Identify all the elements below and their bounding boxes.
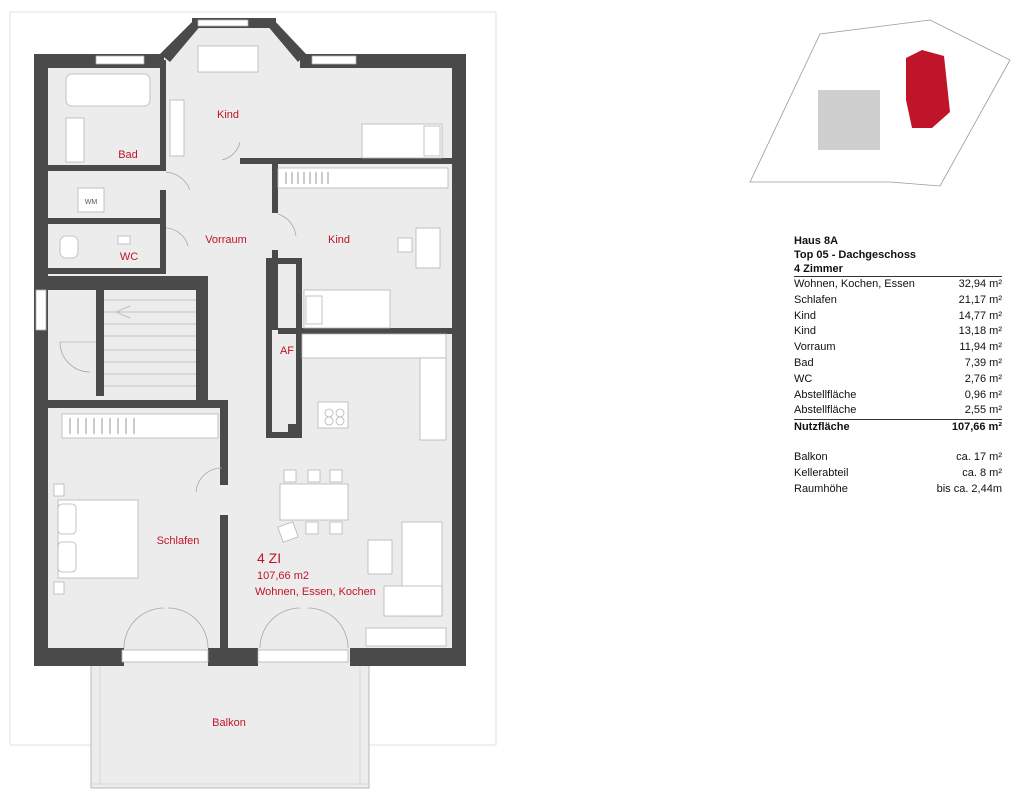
rooms-value: 2,76 m² — [964, 372, 1002, 385]
door-swings — [59, 141, 349, 649]
rooms-label: Kind — [794, 325, 817, 338]
room-label-kind-top: Kind — [217, 109, 239, 121]
apartment-info-panel: Haus 8A Top 05 - Dachgeschoss 4 Zimmer W… — [794, 234, 1002, 497]
room-label-af: AF — [280, 345, 294, 357]
rooms-value: 0,96 m² — [964, 388, 1002, 401]
room-label-wm: WM — [85, 199, 98, 206]
rooms-value: 7,39 m² — [964, 356, 1002, 369]
top-title: Top 05 - Dachgeschoss — [794, 249, 917, 261]
furniture — [53, 45, 449, 647]
total-value: 107,66 m² — [951, 421, 1002, 434]
rooms-label: Schlafen — [794, 293, 837, 306]
total-row: Nutzfläche 107,66 m² — [794, 420, 1002, 436]
rooms-row: Bad 7,39 m² — [794, 356, 1002, 372]
rooms-row: Abstellfläche 0,96 m² — [794, 388, 1002, 404]
rooms-count: 4 Zimmer — [794, 262, 1002, 277]
site-plan — [749, 19, 1011, 187]
rooms-label: Kind — [794, 309, 817, 322]
windows — [35, 19, 357, 663]
rooms-label: Vorraum — [794, 341, 836, 354]
room-label-vorraum: Vorraum — [205, 234, 247, 246]
total-label: Nutzfläche — [794, 421, 850, 434]
extras-value: bis ca. 2,44m — [936, 482, 1002, 495]
rooms-label: WC — [794, 372, 813, 385]
site-plan-neighbor-building — [818, 90, 880, 150]
room-label-schlafen: Schlafen — [157, 535, 200, 547]
staircase — [60, 299, 196, 387]
unit-name: Wohnen, Essen, Kochen — [255, 586, 376, 598]
extras-row: Kellerabteil ca. 8 m² — [794, 466, 1002, 482]
rooms-value: 11,94 m² — [959, 341, 1002, 354]
rooms-row: Vorraum 11,94 m² — [794, 340, 1002, 356]
rooms-label: Abstellfläche — [794, 388, 857, 401]
extras-label: Raumhöhe — [794, 482, 848, 495]
wardrobe-rails — [69, 172, 329, 434]
room-label-bad: Bad — [118, 149, 138, 161]
rooms-row: Kind 13,18 m² — [794, 324, 1002, 340]
rooms-label: Wohnen, Kochen, Essen — [794, 278, 915, 290]
room-label-balkon: Balkon — [212, 717, 246, 729]
rooms-row: Kind 14,77 m² — [794, 309, 1002, 325]
room-label-kind-mid: Kind — [328, 234, 350, 246]
rooms-row: Wohnen, Kochen, Essen 32,94 m² — [794, 277, 1002, 293]
rooms-value: 21,17 m² — [958, 293, 1002, 306]
rooms-label: Bad — [794, 356, 814, 369]
rooms-value: 32,94 m² — [958, 278, 1002, 290]
rooms-value: 2,55 m² — [964, 404, 1002, 417]
rooms-row: Abstellfläche 2,55 m² — [794, 403, 1002, 421]
extras-row: Balkon ca. 17 m² — [794, 450, 1002, 466]
rooms-row: WC 2,76 m² — [794, 372, 1002, 388]
extras-label: Kellerabteil — [794, 466, 849, 479]
site-plan-highlighted-building — [906, 50, 950, 128]
extras-label: Balkon — [794, 450, 828, 463]
rooms-row: Schlafen 21,17 m² — [794, 293, 1002, 309]
room-label-wc: WC — [120, 251, 138, 263]
extras-value: ca. 8 m² — [962, 466, 1002, 479]
rooms-value: 14,77 m² — [958, 309, 1002, 322]
unit-type: 4 ZI — [257, 550, 281, 566]
extras-value: ca. 17 m² — [956, 450, 1002, 463]
interior-walls — [48, 60, 452, 650]
area-list: Wohnen, Kochen, Essen 32,94 m² Schlafen 21,… — [794, 277, 1002, 421]
rooms-label: Abstellfläche — [794, 404, 857, 417]
house-title: Haus 8A — [794, 235, 839, 247]
rooms-value: 13,18 m² — [958, 325, 1002, 338]
unit-area: 107,66 m2 — [257, 570, 309, 582]
extras-list: Balkon ca. 17 m² Kellerabteil ca. 8 m² Raumh… — [794, 450, 1002, 497]
extras-row: Raumhöhe bis ca. 2,44m — [794, 482, 1002, 498]
